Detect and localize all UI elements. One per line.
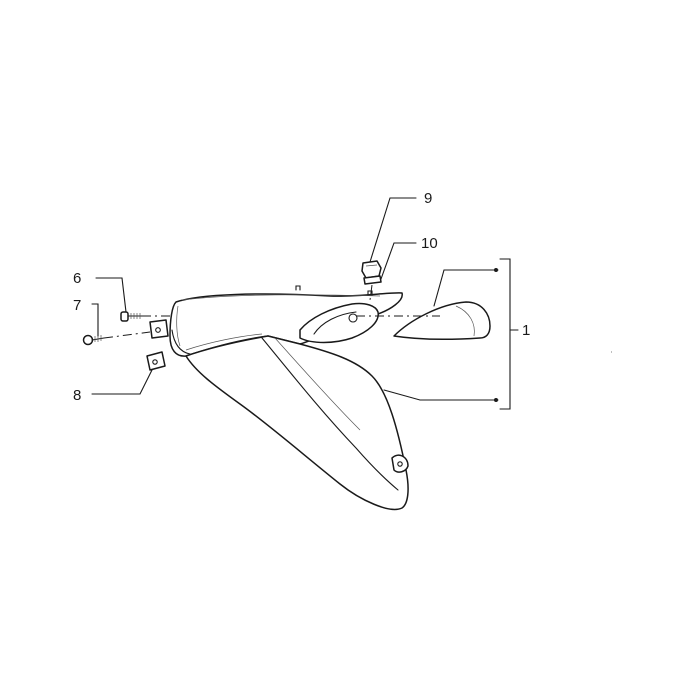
callout-6: 6 bbox=[73, 270, 81, 287]
callout-10: 10 bbox=[421, 235, 438, 252]
callout-1: 1 bbox=[522, 322, 530, 339]
washer-10 bbox=[363, 275, 382, 285]
clip-nut-8 bbox=[146, 351, 166, 371]
assembly-lines bbox=[103, 284, 440, 339]
mount-bracket bbox=[149, 319, 169, 339]
screw-6 bbox=[120, 311, 143, 322]
indicator-lens bbox=[393, 301, 491, 341]
callout-7: 7 bbox=[73, 297, 81, 314]
screw-7 bbox=[82, 334, 105, 346]
callout-9: 9 bbox=[424, 190, 432, 207]
nut-9 bbox=[361, 260, 382, 279]
callout-8: 8 bbox=[73, 387, 81, 404]
leader-lines bbox=[91, 197, 519, 410]
mudguard bbox=[169, 285, 409, 511]
